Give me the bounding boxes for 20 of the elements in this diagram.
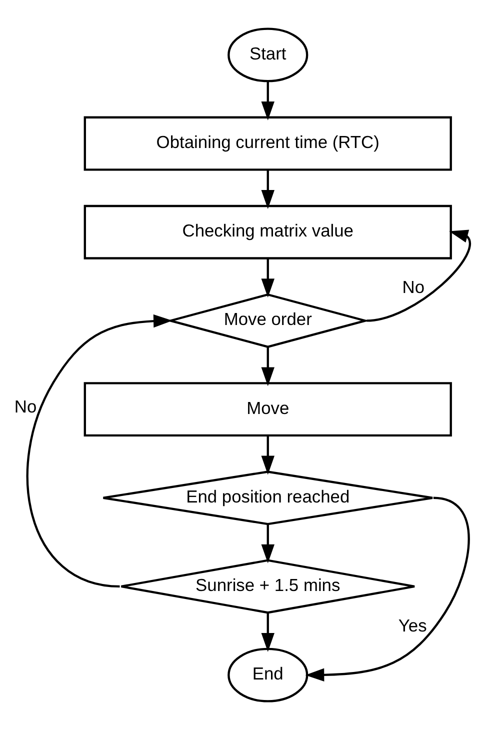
arrow: [366, 229, 471, 322]
arrow: [261, 524, 274, 563]
arrow: [261, 346, 274, 386]
node-box: Checking matrix value: [84, 204, 452, 259]
node-diamond: Sunrise + 1.5 mins: [120, 558, 416, 614]
node-ellipse: End: [228, 647, 308, 702]
arrow: [261, 169, 274, 208]
arrow: [305, 496, 470, 682]
node-diamond: End position reached: [102, 470, 434, 525]
edge-label: Yes: [398, 615, 427, 636]
node-ellipse: Start: [228, 27, 308, 82]
arrow: [26, 314, 172, 588]
edge-label: No: [14, 396, 37, 416]
arrow: [261, 435, 274, 474]
node-box: Obtaining current time (RTC): [84, 116, 452, 170]
arrow: [261, 258, 274, 298]
arrow: [261, 80, 274, 120]
arrow: [261, 612, 274, 652]
edge-label: No: [402, 276, 425, 297]
node-box: Move: [84, 382, 452, 436]
